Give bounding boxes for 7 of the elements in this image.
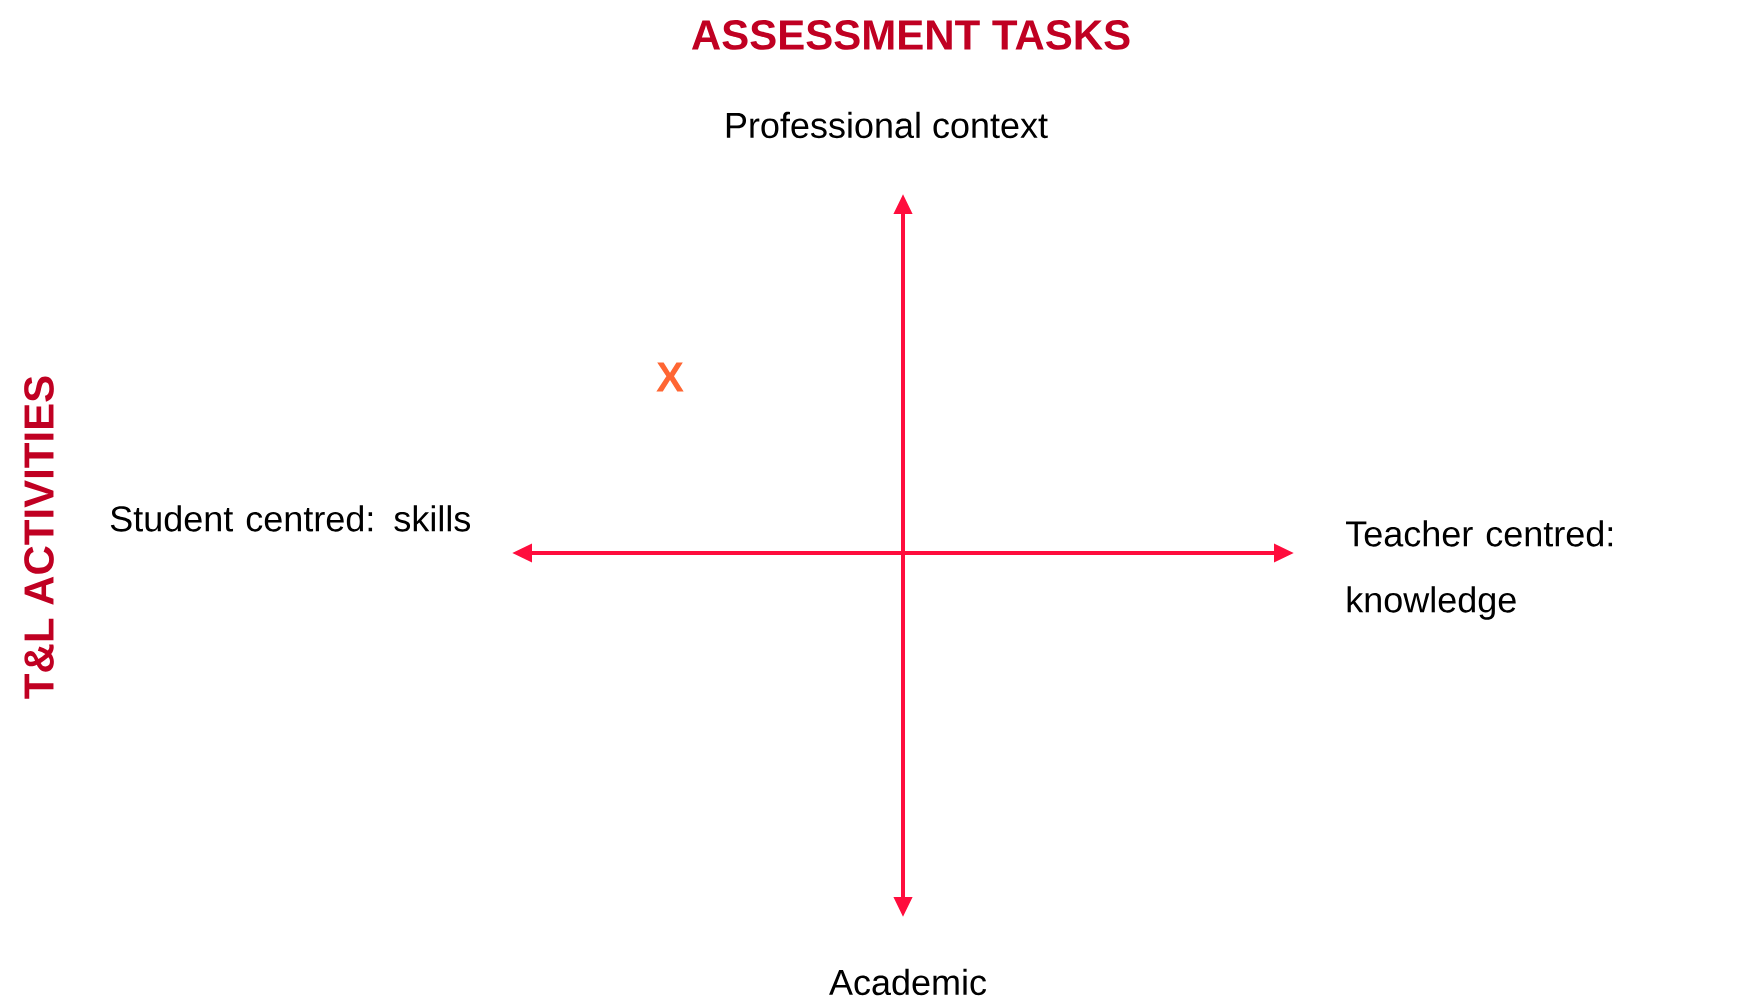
position-mark: X — [656, 362, 684, 392]
axis-label: Teacher centred: knowledge — [1346, 520, 1613, 620]
axis-label: Student centred: skills — [110, 505, 471, 532]
axis-label: Professional context — [726, 111, 1048, 139]
axis-title: T&L ACTIVITIES — [24, 376, 54, 699]
axis-label: Academic — [829, 968, 987, 996]
axis-title: ASSESSMENT TASKS — [691, 20, 1130, 50]
